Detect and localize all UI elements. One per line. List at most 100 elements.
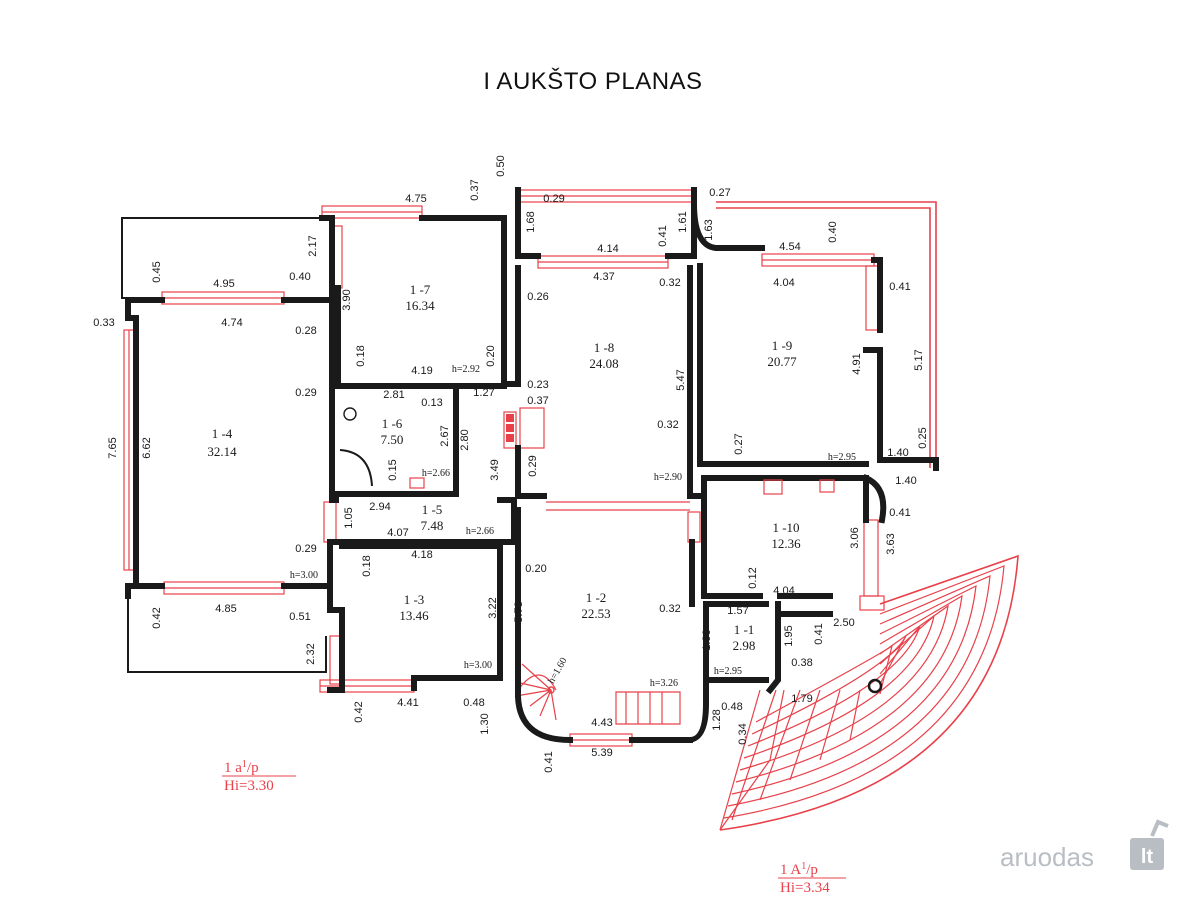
room-area: 2.98 xyxy=(733,638,756,653)
room-id: 1 -5 xyxy=(422,502,443,517)
dim-label: 0.15 xyxy=(387,459,399,480)
dim-label: 0.20 xyxy=(485,345,497,366)
dim-label: 3.49 xyxy=(489,459,501,480)
dim-label: 0.40 xyxy=(827,221,839,242)
dim-label: 3.90 xyxy=(341,289,353,310)
level-a-label: 1 a1/p xyxy=(224,759,259,776)
dim-label: 0.29 xyxy=(527,455,539,476)
level-a-height: Hi=3.30 xyxy=(224,778,274,794)
dim-label: 0.45 xyxy=(151,261,163,282)
room-id: 1 -9 xyxy=(772,338,793,353)
dim-label: 0.32 xyxy=(657,419,678,431)
dim-label: 1.63 xyxy=(703,219,715,240)
dim-label: 5.47 xyxy=(675,369,687,390)
dim-label: 0.48 xyxy=(721,701,742,713)
red-outlines xyxy=(121,189,937,747)
dim-label: 1.40 xyxy=(887,447,908,459)
height-label: h=2.95 xyxy=(828,452,856,463)
dim-label: 0.40 xyxy=(289,271,310,283)
dim-label: 4.04 xyxy=(773,585,794,597)
dim-label: 1.61 xyxy=(677,211,689,232)
dim-label: 3.22 xyxy=(487,597,499,618)
room-area: 12.36 xyxy=(771,536,801,551)
dim-label: 4.74 xyxy=(221,317,242,329)
dim-label: 3.06 xyxy=(849,527,861,548)
level-labels: 1 a1/p Hi=3.30 1 A1/p Hi=3.34 xyxy=(222,759,846,896)
room-area: 32.14 xyxy=(207,444,237,459)
height-label: h=2.95 xyxy=(714,666,742,677)
dim-label: 2.81 xyxy=(383,389,404,401)
room-area: 13.46 xyxy=(399,608,429,623)
height-label: h=2.92 xyxy=(452,364,480,375)
dim-label: 1.30 xyxy=(479,713,491,734)
room-area: 7.48 xyxy=(421,518,444,533)
dimension-labels: 4.75 0.37 0.50 0.29 0.27 1.68 1.61 1.63 … xyxy=(93,155,929,772)
room-area: 7.50 xyxy=(381,432,404,447)
dim-label: 4.18 xyxy=(411,549,432,561)
dim-label: 4.54 xyxy=(779,241,800,253)
dim-label: 0.34 xyxy=(737,723,749,744)
dim-label: 1.28 xyxy=(711,709,723,730)
room-id: 1 -10 xyxy=(772,520,799,535)
dim-label: 4.91 xyxy=(851,353,863,374)
walls xyxy=(125,187,939,744)
height-labels: h=2.92 h=2.66 h=2.90 h=2.95 h=2.66 h=3.0… xyxy=(290,364,856,689)
dim-label: 2.80 xyxy=(459,429,471,450)
watermark-badge xyxy=(1130,838,1164,870)
dim-label: 0.42 xyxy=(353,701,365,722)
column-icon xyxy=(867,678,883,694)
room-area: 16.34 xyxy=(405,298,435,313)
room-id: 1 -4 xyxy=(212,426,233,441)
terrace-rail-outer xyxy=(716,201,937,468)
dim-label: 4.41 xyxy=(397,697,418,709)
balcony-frame-bottom xyxy=(127,596,327,673)
dim-label: 4.14 xyxy=(597,243,618,255)
dim-label: 4.85 xyxy=(215,603,236,615)
height-label: h=3.00 xyxy=(464,660,492,671)
dim-label: 2.94 xyxy=(369,501,390,513)
dim-label: 0.50 xyxy=(495,155,507,176)
dim-label: 2.67 xyxy=(439,425,451,446)
room-id: 1 -3 xyxy=(404,592,425,607)
dim-label: 1.05 xyxy=(343,507,355,528)
height-label: h=3.00 xyxy=(290,570,318,581)
door-swing-icon xyxy=(339,449,373,487)
dim-label: 2.32 xyxy=(305,643,317,664)
dim-label: 4.43 xyxy=(591,717,612,729)
room-id: 1 -7 xyxy=(410,282,431,297)
dim-label: 1.68 xyxy=(525,211,537,232)
dim-label: 1.40 xyxy=(895,475,916,487)
dim-label: 1.79 xyxy=(791,693,812,705)
dim-label: 0.41 xyxy=(813,623,825,644)
dim-label: 5.73 xyxy=(513,601,525,622)
dim-label: 0.48 xyxy=(463,697,484,709)
interior-stairs xyxy=(503,407,681,725)
watermark-suffix: lt xyxy=(1141,846,1154,868)
dim-label: 2.50 xyxy=(833,617,854,629)
dim-label: 4.19 xyxy=(411,365,432,377)
dim-label: 0.41 xyxy=(543,751,555,772)
dim-label: 1.95 xyxy=(783,625,795,646)
room-id: 1 -1 xyxy=(734,622,755,637)
level-b-label: 1 A1/p xyxy=(780,861,818,878)
dim-label: 0.18 xyxy=(361,555,373,576)
dim-label: 0.28 xyxy=(295,325,316,337)
height-label: h=3.26 xyxy=(650,678,678,689)
level-b-height: Hi=3.34 xyxy=(780,880,830,896)
watermark-logo: aruodas lt xyxy=(1000,819,1169,872)
page-title: I AUKŠTO PLANAS xyxy=(483,68,703,95)
fixtures xyxy=(339,407,835,495)
dim-label: 0.25 xyxy=(917,427,929,448)
dim-label: 0.27 xyxy=(709,187,730,199)
dim-label: 0.51 xyxy=(289,611,310,623)
dim-label: 0.37 xyxy=(527,395,548,407)
dim-label: 4.37 xyxy=(593,271,614,283)
dim-label: 0.29 xyxy=(543,193,564,205)
exterior-stairs xyxy=(719,554,1019,831)
room-id: 1 -8 xyxy=(594,340,615,355)
dim-label: 3.63 xyxy=(885,533,897,554)
dim-label: 0.23 xyxy=(527,379,548,391)
room-area: 24.08 xyxy=(589,356,618,371)
height-label: h=1.60 xyxy=(546,656,570,686)
house-roof-icon xyxy=(1150,819,1169,837)
